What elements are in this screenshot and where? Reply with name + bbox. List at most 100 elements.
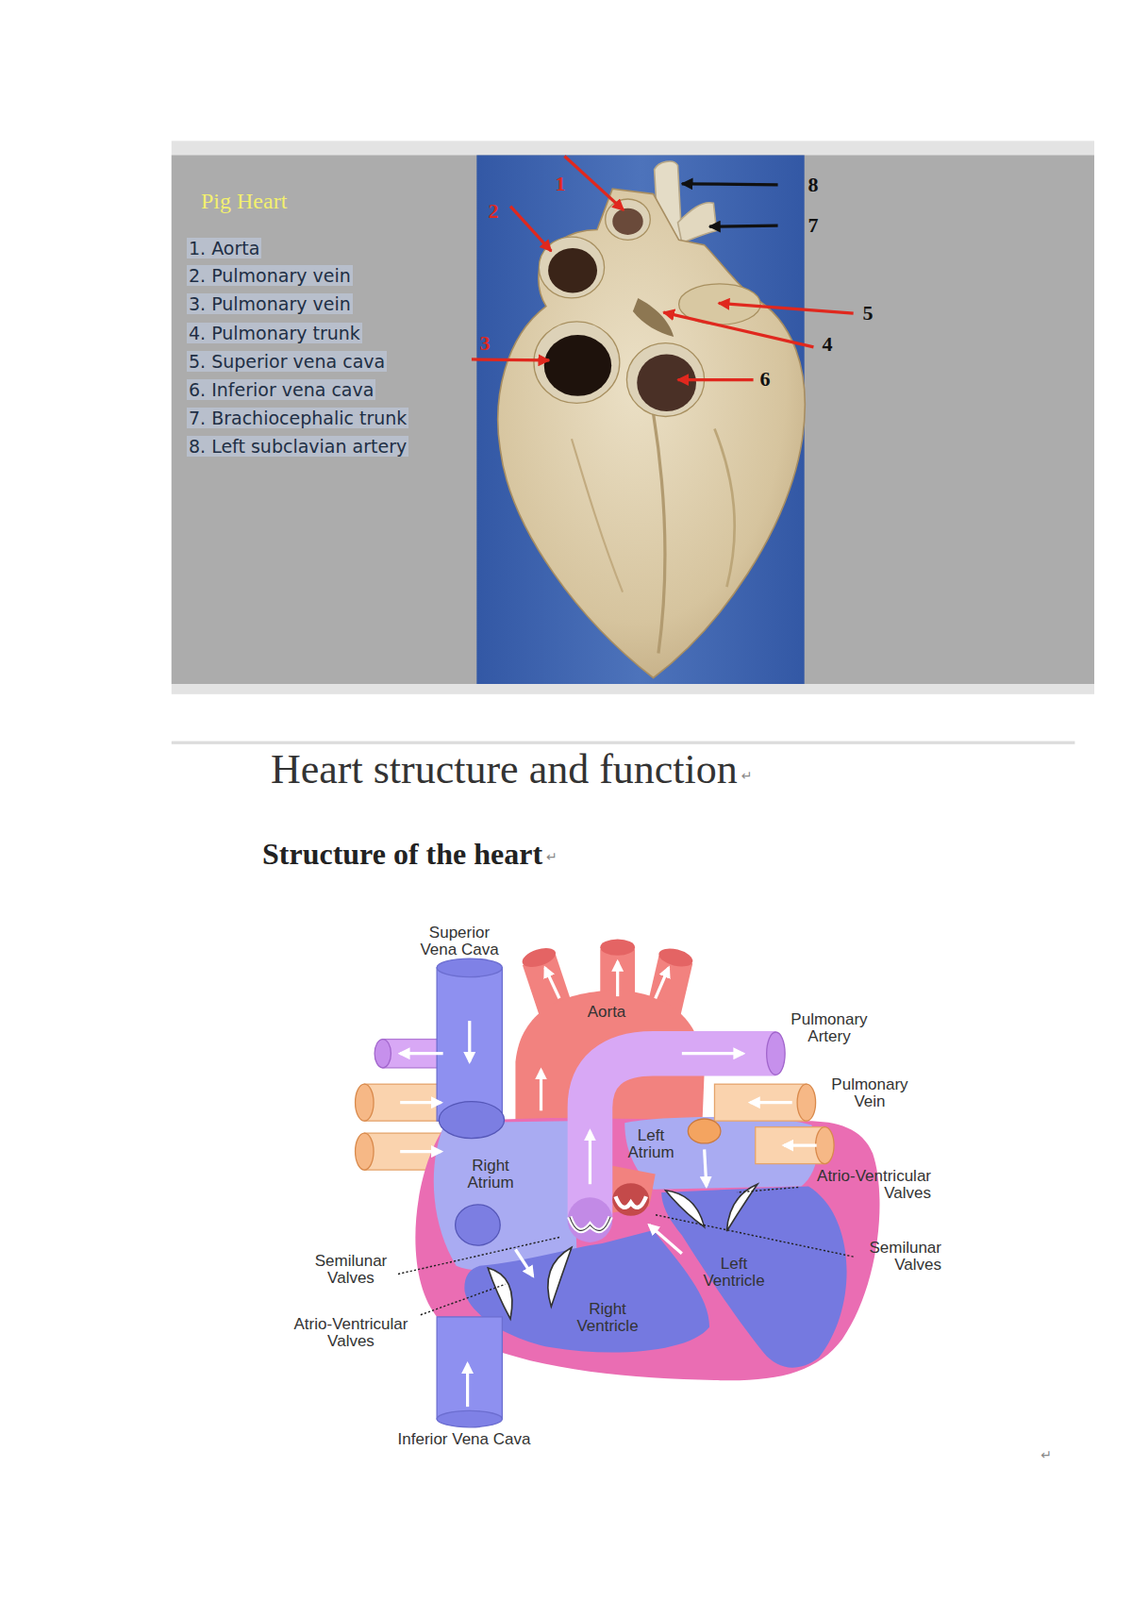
left-ventricle-shape — [661, 1185, 847, 1367]
callout-number: 3 — [480, 331, 491, 356]
flow-arrow — [588, 1131, 592, 1184]
leader-arrow — [709, 225, 779, 227]
part-label: Left Ventricle — [696, 1255, 772, 1290]
flow-arrow — [615, 961, 619, 997]
flow-arrow — [399, 1051, 443, 1055]
pig-heart-photo — [636, 353, 697, 412]
part-label: Right Ventricle — [569, 1300, 646, 1335]
superior-vena-cava-shape — [436, 958, 504, 1138]
pig-heart-photo — [533, 321, 620, 404]
pig-heart-photo — [498, 188, 805, 678]
part-label: Atrio-Ventricular Valves — [275, 1315, 427, 1350]
paragraph-mark: ↵ — [1040, 1447, 1052, 1464]
flow-arrow — [539, 1069, 543, 1111]
callout-number: 8 — [808, 172, 819, 198]
part-label: Semilunar Valves — [303, 1252, 399, 1287]
pig-heart-photo — [571, 438, 623, 592]
leader-arrow — [678, 378, 754, 382]
leader-arrow — [718, 302, 854, 314]
heart-valve — [612, 1182, 650, 1216]
superior-vena-cava-shape — [436, 958, 502, 977]
pig-heart-photo — [548, 248, 598, 294]
flow-arrow — [749, 1100, 792, 1104]
flow-arrow — [466, 1364, 469, 1407]
heart-valve — [569, 1216, 611, 1232]
art-scale — [171, 140, 1095, 1427]
photo-panel — [476, 154, 804, 684]
flow-arrow — [399, 961, 816, 1407]
leader-arrow — [564, 156, 624, 211]
pig-heart-photo — [714, 428, 734, 587]
legend-item: 2. Pulmonary vein — [186, 265, 353, 287]
flow-arrow — [655, 967, 669, 999]
legend-item: 7. Brachiocephalic trunk — [186, 407, 409, 430]
separator-rule — [171, 741, 1076, 745]
superior-vena-cava-shape — [438, 1101, 504, 1139]
aorta-shape — [519, 944, 558, 971]
part-label: Right Atrium — [462, 1157, 519, 1192]
valve-leader — [655, 1215, 854, 1257]
photo-panel — [171, 140, 1095, 694]
inferior-vena-cava-shape — [455, 1204, 501, 1246]
heart-valve — [487, 1182, 758, 1319]
heart-valve — [487, 1267, 513, 1319]
aorta-shape — [599, 939, 635, 956]
pig-heart-photo — [632, 298, 674, 337]
callout-number: 6 — [760, 366, 771, 392]
inferior-vena-cava-shape — [436, 1204, 502, 1428]
leader-arrow — [682, 183, 779, 185]
callout-number: 4 — [822, 332, 833, 357]
pulmonary-vein-right — [797, 1083, 816, 1121]
legend-item: 5. Superior vena cava — [186, 350, 387, 373]
heart-valve — [615, 1196, 647, 1208]
callout-number: 1 — [555, 171, 566, 197]
photo-panel — [171, 140, 1095, 694]
pig-heart-photo — [612, 208, 643, 235]
part-label: Semilunar Valves — [847, 1239, 942, 1274]
legend-item: 3. Pulmonary vein — [186, 293, 353, 316]
leader-arrow — [663, 312, 814, 348]
flow-arrow — [545, 967, 560, 999]
page-heading: Heart structure and function — [270, 745, 738, 796]
part-label: Aorta — [587, 1003, 627, 1021]
part-label: Inferior Vena Cava — [398, 1431, 532, 1449]
pulmonary-vein-right — [714, 1083, 806, 1121]
pulmonary-vein-right — [687, 1083, 834, 1164]
part-label: Superior Vena Cava — [416, 924, 502, 959]
pig-heart-photo — [538, 236, 604, 299]
pulmonary-trunk-shape — [589, 1032, 785, 1220]
valve-leader — [398, 1186, 854, 1315]
inferior-vena-cava-shape — [436, 1410, 502, 1427]
pulmonary-vein-right — [687, 1118, 721, 1144]
flow-arrow — [649, 1225, 683, 1254]
flow-arrow — [399, 1149, 441, 1153]
aorta-shape — [656, 945, 695, 970]
heart-diagram — [355, 939, 881, 1428]
flow-arrow — [399, 1100, 441, 1104]
pig-heart-photo — [544, 334, 612, 397]
pig-heart-photo — [605, 199, 651, 240]
leader-arrow — [510, 206, 551, 252]
part-label: Pulmonary Artery — [782, 1011, 877, 1046]
flow-arrow — [682, 1051, 744, 1055]
right-atrium-shape — [433, 1120, 578, 1271]
flow-arrow — [515, 1248, 533, 1276]
section-heading: Structure of the heart — [262, 835, 543, 872]
callout-number: 5 — [863, 300, 874, 326]
pulmonary-vein-right — [755, 1127, 826, 1165]
paragraph-mark: ↵ — [741, 767, 753, 784]
valve-leader — [398, 1237, 560, 1275]
pig-heart-photo — [653, 413, 666, 653]
flow-arrow — [467, 1020, 471, 1062]
part-label: Pulmonary Vein — [822, 1076, 917, 1111]
inferior-vena-cava-shape — [436, 1316, 502, 1419]
paragraph-mark: ↵ — [546, 849, 558, 866]
part-label: Left Atrium — [622, 1127, 680, 1162]
part-label: Atrio-Ventricular Valves — [780, 1167, 932, 1202]
flow-arrow — [704, 1148, 707, 1186]
legend-item: 4. Pulmonary trunk — [186, 322, 363, 345]
valve-leader — [736, 1186, 799, 1192]
photo-panel — [171, 154, 1095, 684]
